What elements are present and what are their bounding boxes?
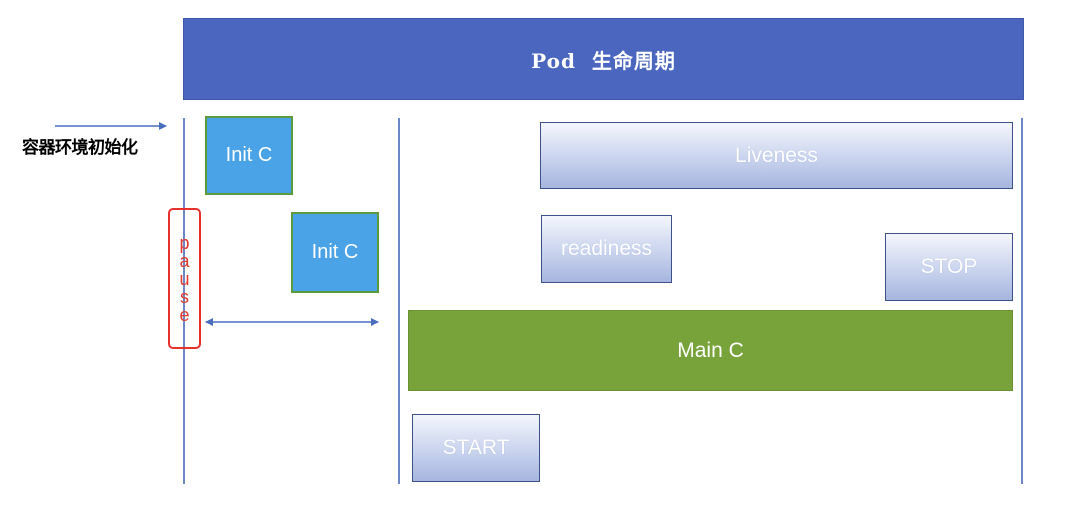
pause-letter: p (179, 232, 190, 253)
init-container-2: Init C (291, 212, 379, 293)
liveness-probe: Liveness (540, 122, 1013, 189)
right-boundary-line (1021, 118, 1023, 484)
stop-hook: STOP (885, 233, 1013, 301)
pause-container: p a u s e (168, 208, 201, 349)
init-container-2-label: Init C (311, 241, 359, 263)
liveness-label: Liveness (735, 143, 818, 167)
pod-lifecycle-header: Pod 生命周期 (183, 18, 1024, 100)
left-boundary-line (183, 118, 185, 484)
middle-boundary-line (398, 118, 400, 484)
stop-label: STOP (920, 255, 978, 278)
pause-letter: a (179, 250, 190, 271)
readiness-label: readiness (560, 237, 653, 260)
pause-letter: e (179, 304, 190, 325)
header-title: Pod 生命周期 (531, 48, 676, 73)
start-label: START (442, 436, 510, 459)
main-container-label: Main C (677, 338, 744, 362)
start-hook: START (412, 414, 540, 482)
init-container-1-label: Init C (225, 144, 273, 166)
init-container-1: Init C (205, 116, 293, 195)
pause-letter: s (180, 286, 189, 307)
pause-letter: u (179, 268, 190, 289)
readiness-probe: readiness (541, 215, 672, 283)
container-env-init-label: 容器环境初始化 (22, 138, 138, 158)
main-container: Main C (408, 310, 1013, 391)
